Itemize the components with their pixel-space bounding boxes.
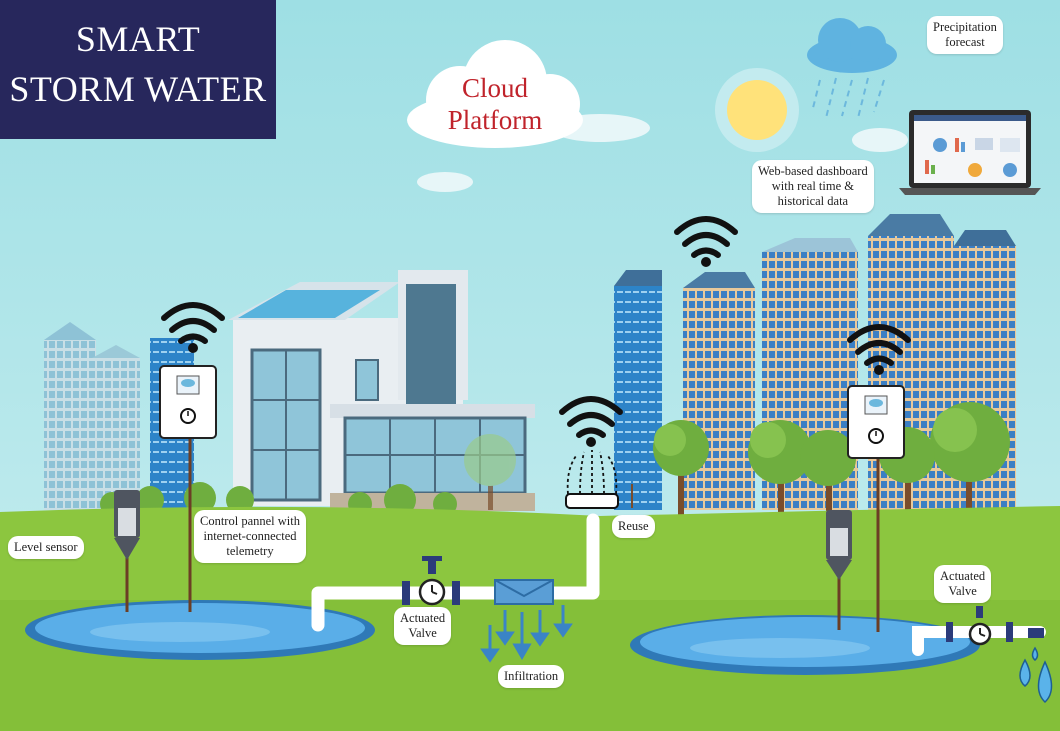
precipitation-line-2: forecast [945,35,985,49]
pond-left [25,600,375,660]
reuse-label: Reuse [612,515,655,538]
wifi-icon [559,396,623,438]
wifi-icon [874,365,884,375]
infiltration-label: Infiltration [498,665,565,688]
pipe-right [912,626,1046,656]
valve-right-line-1: Actuated [940,569,986,583]
control-panel-right [847,385,905,632]
valve-icon [402,556,460,606]
pond-right [630,615,980,675]
wifi-icon [586,437,596,447]
laptop-icon [899,110,1041,195]
dashboard-line-1: Web-based dashboard [758,164,868,178]
dashboard-label: Web-based dashboard with real time & his… [752,160,874,213]
wifi-icon [674,216,738,258]
sprinkler-icon [565,450,633,509]
title-line-2: STORM WATER [9,69,267,109]
cloud-platform-label: Cloud Platform [420,72,570,136]
control-panel-label: Control pannel with internet-connected t… [194,510,306,563]
sun-icon [715,68,799,152]
cloud-platform-line-1: Cloud [461,73,528,103]
modern-house [228,270,535,511]
precipitation-forecast-label: Precipitation forecast [927,16,1003,54]
valve-left-line-1: Actuated [400,611,446,625]
down-arrow-icon [480,605,573,663]
trees [464,402,1010,515]
wifi-icon [847,324,911,366]
wifi-icon [188,343,198,353]
level-sensor-label: Level sensor [8,536,84,559]
control-panel-left [159,365,217,612]
background-buildings-left [44,322,194,510]
water-drop-icon [1019,646,1053,704]
rain-cloud-icon [807,18,897,119]
dashboard-line-2: with real time & [771,179,854,193]
valve-left-line-2: Valve [408,626,437,640]
wifi-icon [701,257,711,267]
dashboard-line-3: historical data [777,194,849,208]
level-sensor-icon [114,490,140,612]
cloud-platform-cloud [407,40,583,148]
actuated-valve-right-label: Actuated Valve [934,565,992,603]
precipitation-line-1: Precipitation [933,20,997,34]
infiltration-chamber [494,579,554,605]
wifi-icon [161,302,225,344]
cloud-platform-line-2: Platform [447,105,543,135]
control-panel-line-2: internet-connected [203,529,297,543]
control-panel-line-3: telemetry [226,544,274,558]
control-panel-line-1: Control pannel with [200,514,300,528]
actuated-valve-left-label: Actuated Valve [394,607,452,645]
title-line-1: SMART [75,19,201,59]
title-banner: SMART STORM WATER [0,0,276,139]
valve-right-line-2: Valve [948,584,977,598]
level-sensor-icon [826,510,852,630]
valve-icon [946,606,1044,646]
